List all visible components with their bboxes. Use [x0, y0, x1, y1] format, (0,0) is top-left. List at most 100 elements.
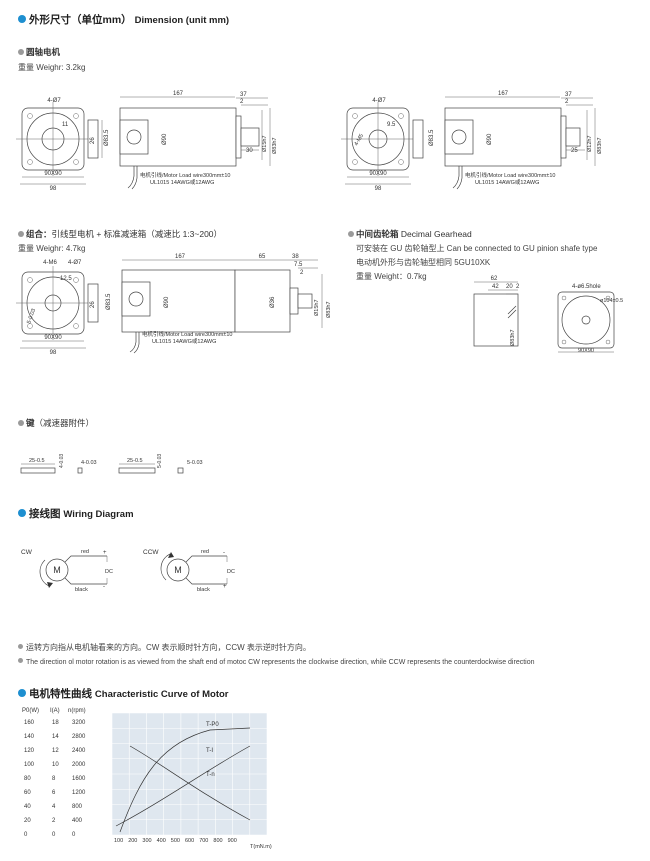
dim-label: 9.5	[387, 122, 396, 128]
dim-label: 30	[246, 148, 253, 154]
curve-t-i	[115, 745, 251, 827]
x-tick-label: 300	[142, 838, 151, 844]
dim-label: 4-M5	[354, 133, 365, 147]
wire-label: 电机引线/Motor Load wire300mm±10	[140, 171, 230, 179]
gearhead-line2: 电动机外形与齿轮轴型相同 5GU10XK	[356, 258, 491, 267]
dim-label: Ø83.5	[429, 129, 435, 146]
dim-label: Ø90	[487, 133, 493, 145]
gearhead-drawing: 62 42 20 2 Ø83h7 4-ø6.5hole ø104±0.5 90X…	[473, 276, 623, 354]
gearhead-side	[473, 293, 519, 347]
cw-red-label: red	[81, 549, 89, 555]
dim-label: 167	[175, 254, 186, 260]
dim-label: 98	[375, 186, 382, 192]
dim-label: 5-0.03	[187, 460, 203, 466]
cw-rotation-arrow	[39, 559, 50, 587]
round-shaft-title: 圆轴电机	[18, 46, 60, 58]
dim-label: Ø83.5	[106, 293, 112, 310]
label-t-i: T-I	[206, 748, 213, 754]
axis-value-i: 0	[52, 832, 56, 838]
dim-label: 5-0.03	[157, 454, 163, 468]
axis-value-n: 400	[72, 818, 83, 824]
axis-value-i: 2	[52, 818, 56, 824]
dim-label: Ø90	[164, 296, 170, 308]
axis-value-i: 10	[52, 762, 59, 768]
x-tick-label: 500	[171, 838, 180, 844]
bullet-icon	[18, 689, 26, 697]
axis-value-n: 3200	[72, 720, 86, 726]
output-shaft	[297, 293, 313, 309]
dim-label: ø104±0.5	[600, 298, 623, 304]
axis-value-i: 12	[52, 748, 59, 754]
cw-dc-label: DC	[105, 569, 113, 575]
gearbox	[234, 269, 291, 333]
axis-value-i: 18	[52, 720, 59, 726]
dim-label: 42	[492, 284, 499, 290]
gear-shaft	[565, 127, 581, 147]
dim-label: Ø90	[162, 133, 168, 145]
wire-label: 电机引线/Motor Load wire300mm±10	[142, 330, 232, 338]
axis-value-i: 6	[52, 790, 56, 796]
rotation-note-cn: 运转方向指从电机轴看来的方向。CW 表示顺时针方向，CCW 表示逆时针方向。	[18, 642, 311, 653]
gear-shaft-motor-drawing: 4-Ø7 9.5 4-M5 90X90 98 Ø83.5 167 37 2 25…	[341, 91, 603, 192]
bullet-icon	[18, 644, 23, 649]
ccw-red-label: red	[201, 549, 209, 555]
dim-label: 4-Ø7	[68, 260, 82, 266]
dim-label: 2	[300, 270, 304, 276]
axis-value-n: 2000	[72, 762, 86, 768]
curve-t-n	[129, 745, 251, 821]
label-t-p0: T-P0	[206, 722, 219, 728]
axis-value-n: 2400	[72, 748, 86, 754]
dim-label: Ø15h7	[262, 135, 268, 152]
dim-label: 26	[90, 301, 96, 308]
x-tick-label: 900	[228, 838, 237, 844]
dim-label: 7.5	[294, 262, 303, 268]
ccw-motor-circle	[166, 558, 190, 582]
dim-label: 4-ø6.5hole	[572, 284, 601, 290]
curve-t-p0	[119, 727, 251, 833]
dim-label: 2	[240, 99, 244, 105]
axis-value-i: 4	[52, 804, 56, 810]
axis-value-p: 20	[24, 818, 31, 824]
dimension-title: 外形尺寸（单位mm） Dimension (unit mm)	[18, 12, 229, 27]
dim-label: 65	[259, 254, 266, 260]
gearhead-front	[557, 291, 615, 349]
dim-label: Ø36	[270, 296, 276, 308]
dim-label: Ø83h7	[510, 329, 516, 346]
key-4mm	[20, 467, 56, 474]
key-title: 键（减速器附件）	[18, 417, 94, 429]
col-i-header: I(A)	[50, 708, 60, 714]
bullet-icon	[348, 231, 354, 237]
axis-value-p: 40	[24, 804, 31, 810]
motor-lead-wire	[452, 166, 460, 189]
dim-label: 5-0.03	[26, 308, 37, 325]
bullet-icon	[18, 509, 26, 517]
axis-value-p: 120	[24, 748, 35, 754]
axis-value-n: 1200	[72, 790, 86, 796]
rotation-note-en: The direction ol motor rotation is as vi…	[18, 658, 535, 666]
combo-drawing: 4-M6 4-Ø7 12.5 5-0.03 90X90 98 Ø83.5 26 …	[16, 254, 332, 356]
combo-title: 组合：引线型电机 + 标准减速箱（减速比 1:3~200）	[18, 228, 222, 240]
round-shaft-weight: 重量 Weighr: 3.2kg	[18, 63, 86, 72]
axis-value-p: 60	[24, 790, 31, 796]
bullet-icon	[18, 49, 24, 55]
axis-value-i: 8	[52, 776, 56, 782]
dim-label: 4-0.03	[81, 460, 97, 466]
ul-label: UL1015 14AWG或12AWG	[475, 178, 539, 186]
axis-value-n: 0	[72, 832, 76, 838]
gearhead-weight: 重量 Weight：0.7kg	[356, 272, 427, 281]
x-tick-label: 600	[185, 838, 194, 844]
ccw-black-label: black	[197, 587, 210, 593]
ccw-rotation-arrow	[160, 553, 171, 581]
dim-label: 11	[62, 122, 69, 128]
bullet-icon	[18, 658, 23, 663]
axis-value-p: 0	[24, 832, 28, 838]
dim-label: 37	[565, 92, 572, 98]
dim-label: Ø83h7	[597, 137, 603, 154]
dim-label: 98	[50, 350, 57, 356]
ccw-dc-label: DC	[227, 569, 235, 575]
cw-motor-label: M	[53, 565, 61, 575]
dim-label: 38	[292, 254, 299, 260]
